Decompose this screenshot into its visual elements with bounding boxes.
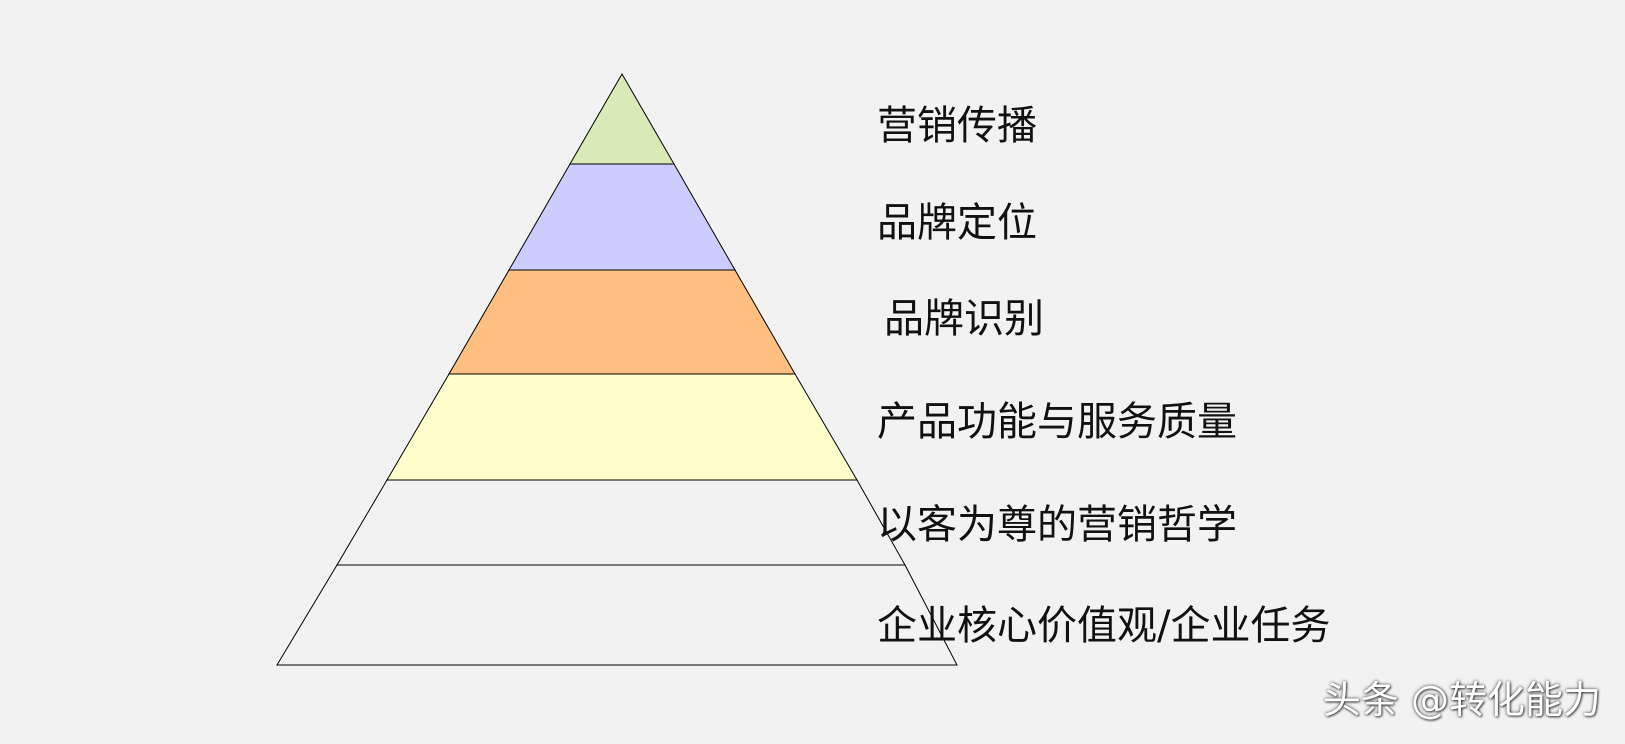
pyramid-layer-5 — [336, 479, 906, 566]
layer-label-2: 品牌定位 — [877, 200, 1037, 246]
layer-label-5: 以客为尊的营销哲学 — [877, 502, 1237, 548]
layer-label-4: 产品功能与服务质量 — [877, 399, 1237, 445]
layer-label-3: 品牌识别 — [884, 296, 1044, 342]
layer-label-6: 企业核心价值观/企业任务 — [877, 603, 1331, 649]
pyramid-layer-2 — [508, 163, 736, 271]
pyramid-layer-6 — [276, 564, 958, 666]
pyramid-layer-1 — [569, 73, 675, 165]
pyramid-layer-3 — [448, 269, 796, 375]
pyramid-layer-4 — [386, 373, 858, 481]
layer-label-1: 营销传播 — [877, 103, 1037, 149]
watermark: 头条 @转化能力 — [1322, 678, 1601, 722]
